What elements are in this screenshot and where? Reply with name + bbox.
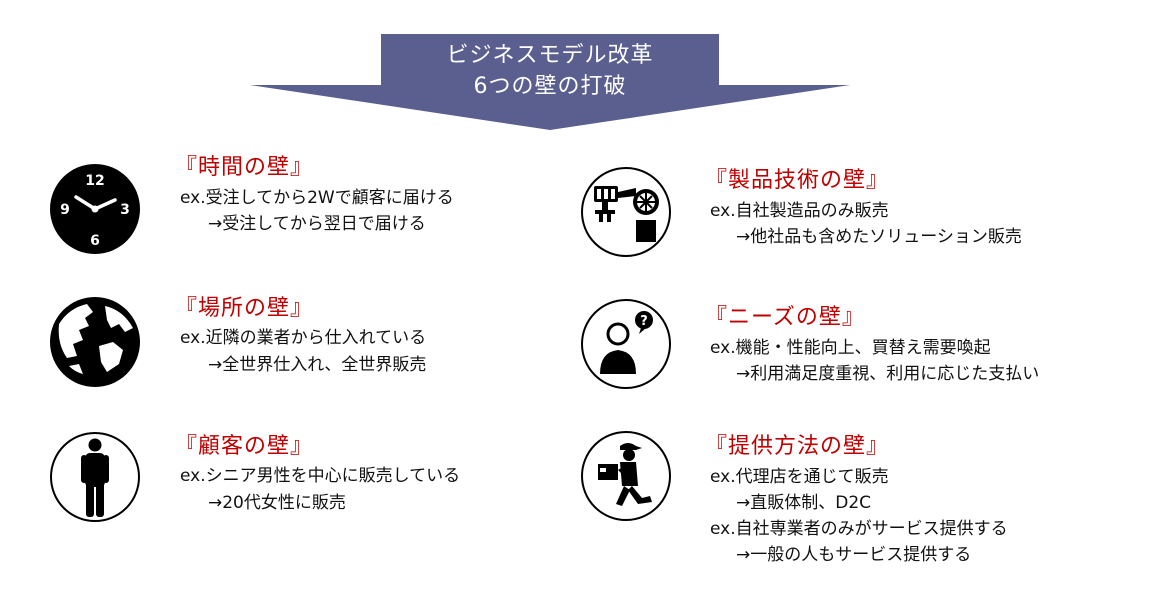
clock-label-6: 6 (90, 233, 100, 249)
robot-arm-icon (580, 166, 672, 258)
wall-solution: →受注してから翌日で届ける (208, 214, 426, 234)
clock-icon: 12 3 6 9 (49, 163, 141, 255)
banner-arrow-shape (250, 34, 850, 130)
clock-label-9: 9 (60, 202, 70, 218)
wall-example-2: ex.自社専業者のみがサービス提供する (710, 519, 1008, 539)
wall-example: ex.代理店を通じて販売 (710, 467, 889, 487)
svg-text:?: ? (640, 314, 648, 329)
wall-solution: →直販体制、D2C (736, 493, 872, 513)
globe-icon (49, 296, 141, 388)
title-banner: ビジネスモデル改革 6つの壁の打破 (250, 34, 850, 130)
clock-label-12: 12 (85, 173, 104, 189)
person-icon (49, 431, 141, 523)
banner-text: ビジネスモデル改革 6つの壁の打破 (250, 40, 850, 102)
wall-example: ex.自社製造品のみ販売 (710, 201, 889, 221)
wall-solution: →全世界仕入れ、全世界販売 (208, 355, 427, 375)
wall-example: ex.機能・性能向上、買替え需要喚起 (710, 338, 991, 358)
wall-title: 『場所の壁』 (175, 296, 314, 321)
wall-solution: →利用満足度重視、利用に応じた支払い (736, 364, 1040, 384)
wall-title: 『製品技術の壁』 (705, 168, 890, 193)
delivery-person-icon (580, 430, 672, 522)
wall-example: ex.シニア男性を中心に販売している (180, 466, 461, 486)
banner-subtitle: 6つの壁の打破 (473, 74, 627, 99)
wall-title: 『ニーズの壁』 (705, 305, 865, 330)
person-question-icon: ? (580, 298, 672, 390)
wall-example: ex.近隣の業者から仕入れている (180, 328, 427, 348)
clock-label-3: 3 (120, 202, 130, 218)
wall-title: 『時間の壁』 (175, 155, 314, 180)
wall-solution-2: →一般の人もサービス提供する (736, 545, 972, 565)
wall-example: ex.受注してから2Wで顧客に届ける (180, 188, 454, 208)
wall-solution: →他社品も含めたソリューション販売 (736, 227, 1022, 247)
wall-solution: →20代女性に販売 (208, 493, 346, 513)
banner-title: ビジネスモデル改革 (446, 43, 654, 68)
wall-title: 『顧客の壁』 (175, 434, 314, 459)
wall-title: 『提供方法の壁』 (705, 434, 890, 459)
